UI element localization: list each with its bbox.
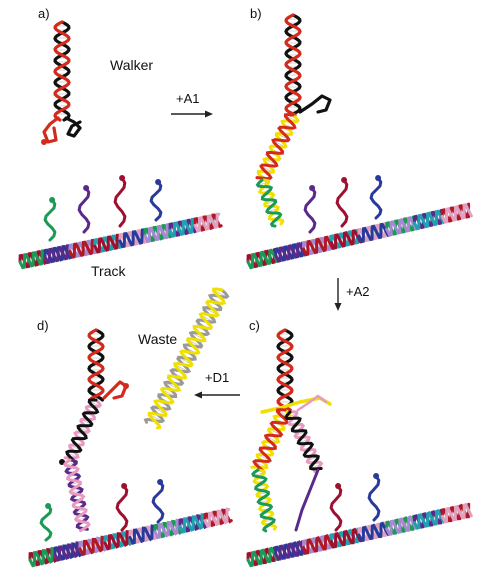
- track-label: Track: [91, 263, 126, 279]
- waste-label: Waste: [138, 331, 177, 347]
- panel-b-walker: [255, 13, 332, 228]
- step-a2-label: +A2: [346, 284, 370, 299]
- panel-a-track: [18, 175, 223, 270]
- waste-strand: [143, 287, 230, 430]
- panel-d-walker: [59, 328, 129, 533]
- panel-a-letter: a): [38, 6, 50, 21]
- step-d1-label: +D1: [205, 370, 229, 385]
- panel-d-track: [28, 479, 233, 568]
- step-a2-arrow: [334, 278, 342, 311]
- panel-b-letter: b): [250, 6, 262, 21]
- panel-c-letter: c): [249, 318, 260, 333]
- panel-c-track: [246, 473, 473, 568]
- molecular-drawings: [18, 13, 473, 568]
- step-a1-label: +A1: [176, 91, 200, 106]
- step-d1-arrow: [194, 391, 240, 399]
- walker-label: Walker: [110, 57, 153, 73]
- panel-d-letter: d): [37, 318, 49, 333]
- step-a1-arrow: [171, 110, 213, 118]
- panel-c-walker: [250, 328, 332, 533]
- panel-a-walker: [41, 20, 82, 145]
- panel-b-track: [246, 175, 473, 270]
